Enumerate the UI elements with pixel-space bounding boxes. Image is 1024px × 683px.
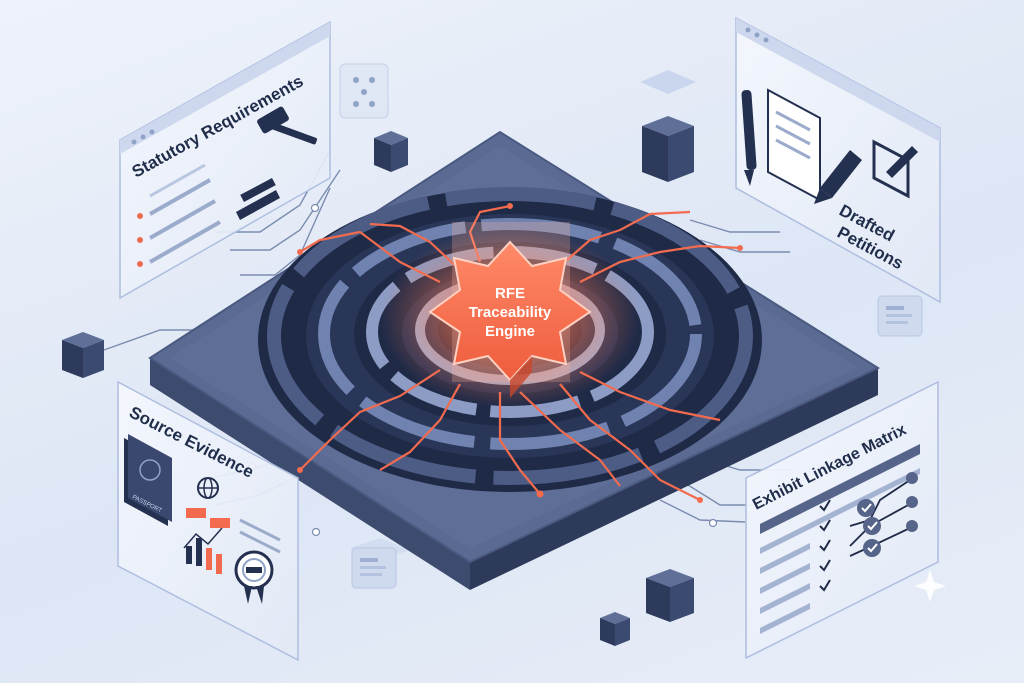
- background-decor: [339, 63, 946, 602]
- bar-chart-icon: [183, 527, 223, 574]
- platform-right-wall: [470, 368, 878, 590]
- requirement-list: [137, 163, 221, 267]
- check-circle-icon: [857, 499, 875, 517]
- engine-label-line2: Traceability: [469, 304, 552, 321]
- cube: [642, 116, 694, 182]
- ring-middle: [318, 218, 702, 450]
- cube: [62, 332, 104, 378]
- edit-icon: [872, 139, 918, 199]
- panel-titlebar: [120, 22, 330, 154]
- engine-label-line1: RFE: [495, 285, 525, 302]
- engine-label-line3: Engine: [485, 323, 535, 340]
- checkmark-column: [819, 499, 831, 592]
- cube: [646, 569, 694, 622]
- panel-frame: [745, 380, 939, 660]
- linkage-nodes: [849, 472, 918, 557]
- check-circle-icon: [863, 517, 881, 535]
- passport-icon: PASSPORT: [124, 434, 172, 526]
- panel-frame: [117, 380, 299, 662]
- certificate-seal-icon: [234, 550, 274, 604]
- cube: [600, 612, 630, 646]
- gavel-icon: [236, 106, 318, 220]
- floating-card-right: [877, 295, 923, 337]
- panel-frame: [119, 20, 331, 300]
- engine-core: RFE Traceability Engine: [380, 222, 640, 408]
- globe-icon: [197, 477, 219, 499]
- floating-cubes: [62, 116, 694, 646]
- check-circle-icon: [863, 539, 881, 557]
- panel-source-evidence: Source Evidence PASSPORT: [117, 380, 299, 662]
- platform-left-wall: [150, 358, 470, 590]
- panel-drafted-petitions: Drafted Petitions: [735, 16, 941, 304]
- floating-card-left: [351, 547, 397, 589]
- linkage-table: [760, 444, 920, 634]
- cube: [374, 131, 408, 172]
- panel-titlebar: [736, 18, 940, 142]
- floating-dice-card: [339, 63, 389, 119]
- ring-outer: [267, 187, 753, 485]
- floating-tile: [640, 70, 696, 94]
- fountain-pen-icon: [814, 150, 862, 204]
- pen-icon: [741, 90, 757, 186]
- sparkle-icon: [914, 570, 946, 602]
- evidence-cards: [186, 508, 281, 554]
- circuit-nodes: [297, 203, 743, 503]
